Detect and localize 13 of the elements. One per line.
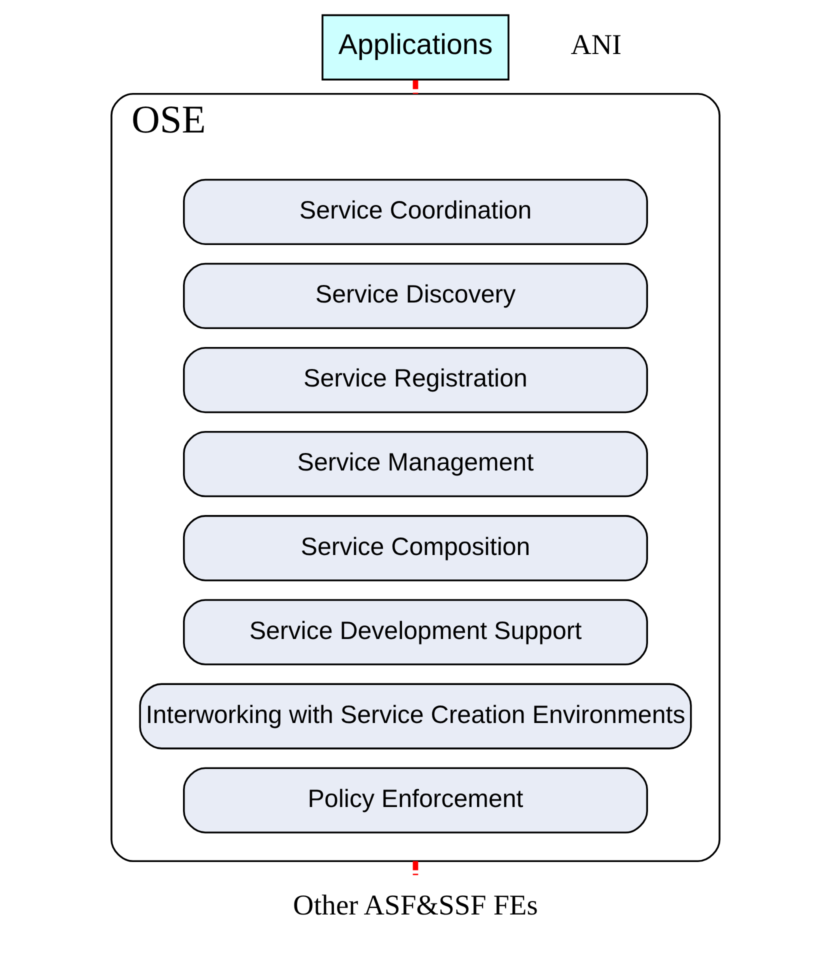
node-box: Applications [322, 14, 510, 80]
node-box: Service Composition [183, 515, 648, 582]
node-box: Service Discovery [183, 262, 648, 330]
node-text: Other ASF&SSF FEs [293, 890, 538, 922]
node-box: Service Management [183, 431, 648, 498]
connector [412, 861, 418, 876]
node-box: Service Coordination [183, 178, 648, 245]
node-box: Policy Enforcement [183, 767, 648, 834]
label: ANI [570, 30, 622, 62]
node-box: Interworking with Service Creation Environments [139, 683, 692, 750]
connector [412, 80, 418, 94]
node-box: Service Registration [183, 346, 648, 414]
node-box: Service Development Support [183, 599, 648, 666]
